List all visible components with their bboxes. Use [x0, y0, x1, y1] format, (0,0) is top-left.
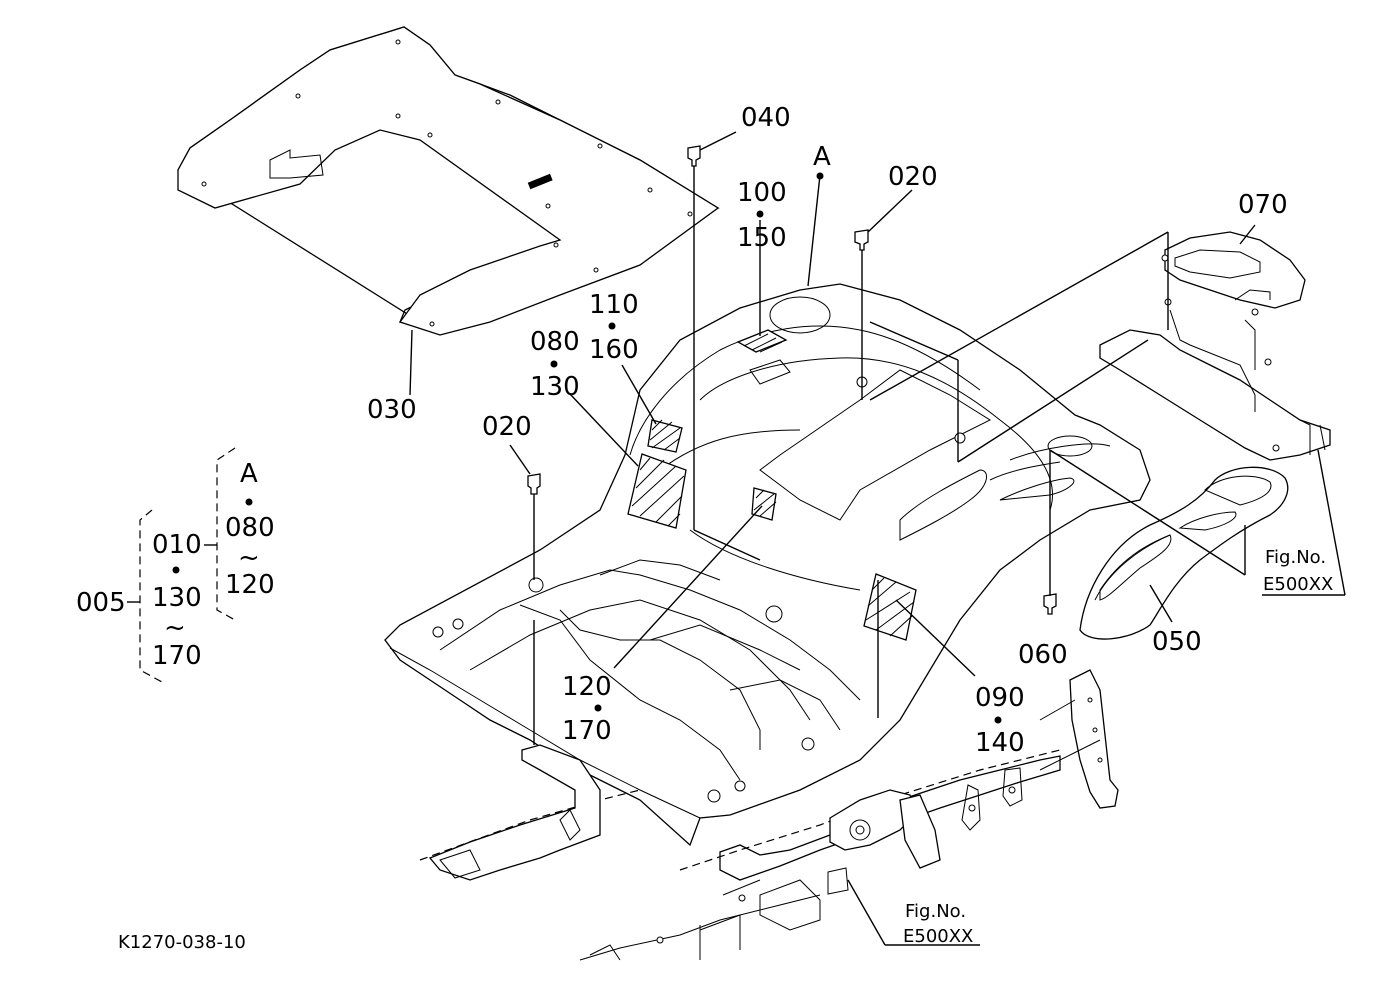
decal-080 [627, 453, 687, 529]
legend-brackets [127, 447, 253, 683]
label-160: 160 [589, 335, 639, 365]
decal-110 [647, 419, 683, 453]
leader-lines [409, 131, 1346, 946]
label-020-top: 020 [888, 162, 938, 192]
chassis-frame [419, 669, 1119, 961]
label-050: 050 [1152, 627, 1202, 657]
decal-120 [751, 487, 777, 521]
right-mat-050[interactable] [1079, 466, 1289, 640]
legend-005: 005 [76, 588, 126, 618]
ref-bottom-code[interactable]: E500XX [903, 926, 973, 947]
label-170: 170 [562, 716, 612, 746]
label-090: 090 [975, 683, 1025, 713]
legend-080: 080 [225, 513, 275, 543]
legend-tilde-1: ~ [164, 613, 186, 643]
legend-A: A [240, 459, 258, 489]
legend-170: 170 [152, 641, 202, 671]
label-dots [550, 172, 1002, 724]
label-150: 150 [737, 223, 787, 253]
label-130: 130 [530, 372, 580, 402]
ref-right-code[interactable]: E500XX [1263, 574, 1333, 595]
bracket-070[interactable] [1099, 231, 1331, 461]
floor-mat-030[interactable] [177, 26, 720, 336]
legend-010: 010 [152, 530, 202, 560]
label-060: 060 [1018, 640, 1068, 670]
label-140: 140 [975, 728, 1025, 758]
label-070: 070 [1238, 190, 1288, 220]
bolt-040[interactable] [687, 145, 701, 167]
label-030: 030 [367, 395, 417, 425]
drawing-code: K1270-038-10 [118, 932, 246, 953]
legend-130: 130 [152, 583, 202, 613]
bolt-020-top[interactable] [854, 229, 869, 251]
label-A: A [813, 142, 831, 172]
legend-120: 120 [225, 570, 275, 600]
label-080: 080 [530, 327, 580, 357]
label-040: 040 [741, 103, 791, 133]
bolt-020-left[interactable] [527, 473, 541, 495]
label-120: 120 [562, 672, 612, 702]
ref-right-label[interactable]: Fig.No. [1265, 547, 1326, 568]
bolt-060[interactable] [1043, 593, 1057, 615]
ref-bottom-label[interactable]: Fig.No. [905, 901, 966, 922]
legend-tilde-2: ~ [238, 543, 260, 573]
decal-100 [736, 329, 788, 353]
label-100: 100 [737, 178, 787, 208]
label-020-left: 020 [482, 412, 532, 442]
floor-panel-010[interactable] [384, 283, 1151, 847]
label-110: 110 [589, 290, 639, 320]
